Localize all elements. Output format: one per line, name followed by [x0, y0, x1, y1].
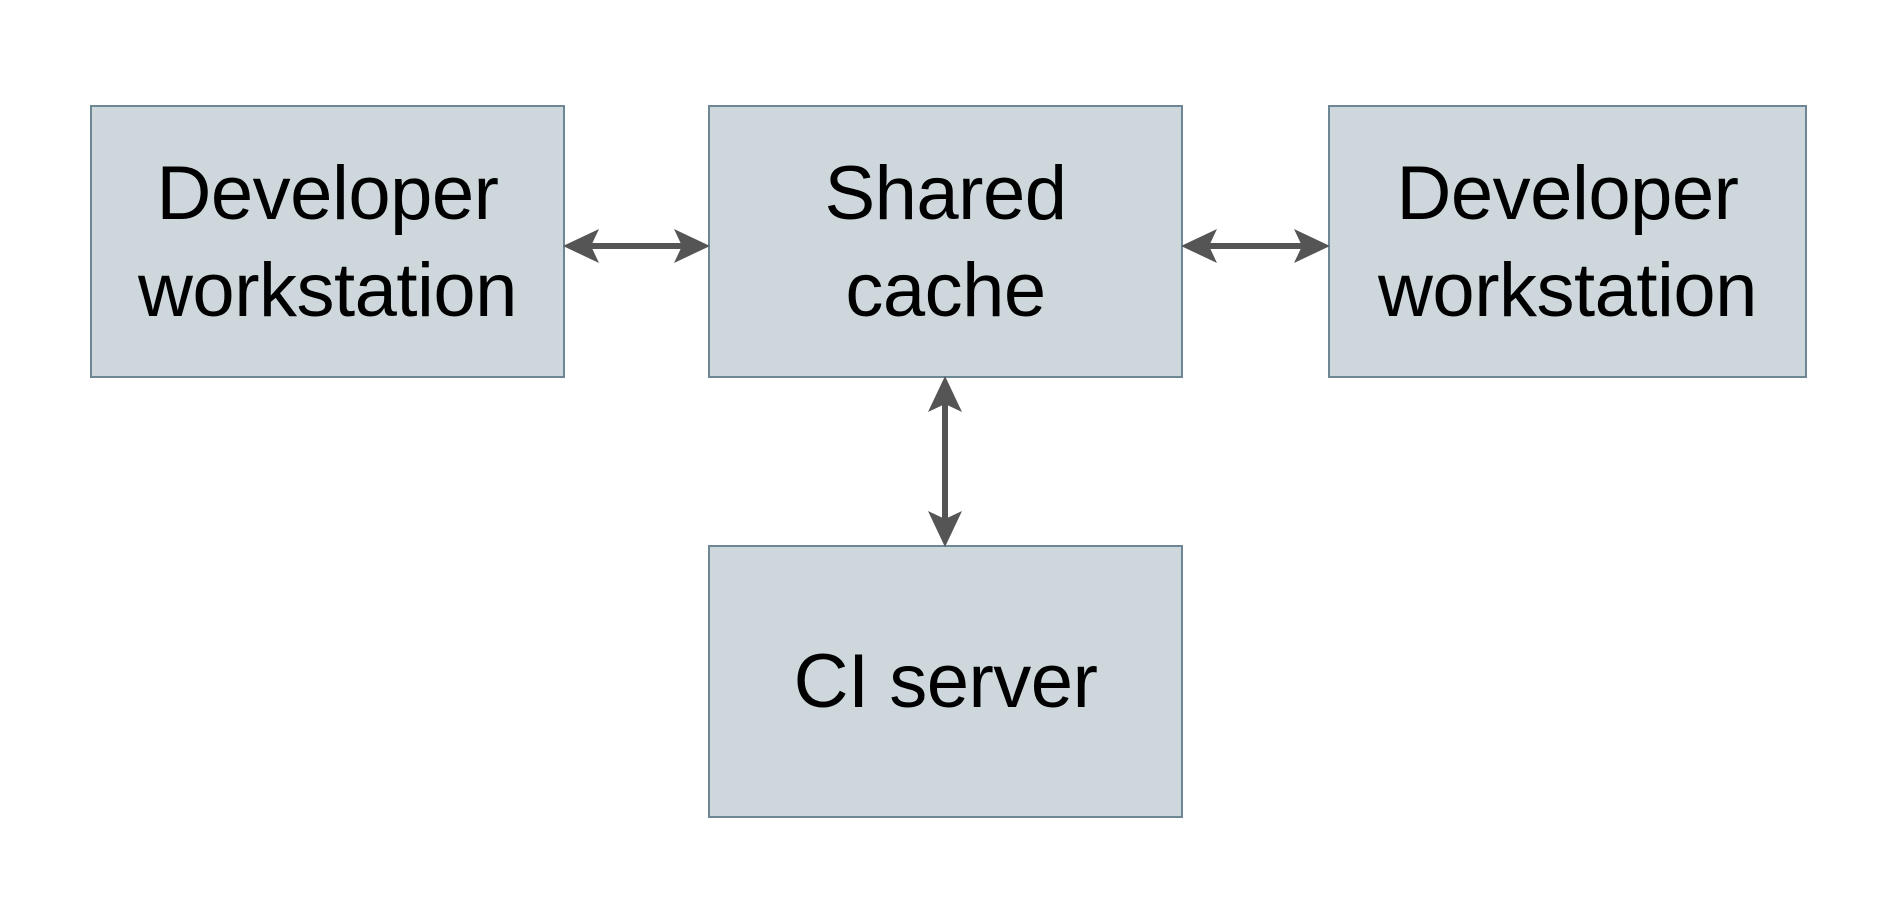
edge-shared-cache-to-developer-right[interactable]	[1181, 225, 1330, 267]
node-shared-cache[interactable]: Shared cache	[708, 105, 1183, 378]
arrowhead-right-icon	[1294, 229, 1330, 263]
arrowhead-left-icon	[563, 229, 599, 263]
node-ci-server[interactable]: CI server	[708, 545, 1183, 818]
node-developer-workstation-left[interactable]: Developer workstation	[90, 105, 565, 378]
edge-ci-server-to-shared-cache[interactable]	[924, 376, 966, 547]
node-label: Developer workstation	[138, 150, 517, 333]
arrowhead-right-icon	[674, 229, 710, 263]
arrowhead-left-icon	[1181, 229, 1217, 263]
arrowhead-up-icon	[928, 376, 962, 412]
node-label: CI server	[793, 639, 1098, 724]
node-label: Shared cache	[824, 150, 1067, 333]
arrowhead-down-icon	[928, 511, 962, 547]
node-developer-workstation-right[interactable]: Developer workstation	[1328, 105, 1807, 378]
node-label: Developer workstation	[1378, 150, 1757, 333]
edge-developer-left-to-shared-cache[interactable]	[563, 225, 710, 267]
